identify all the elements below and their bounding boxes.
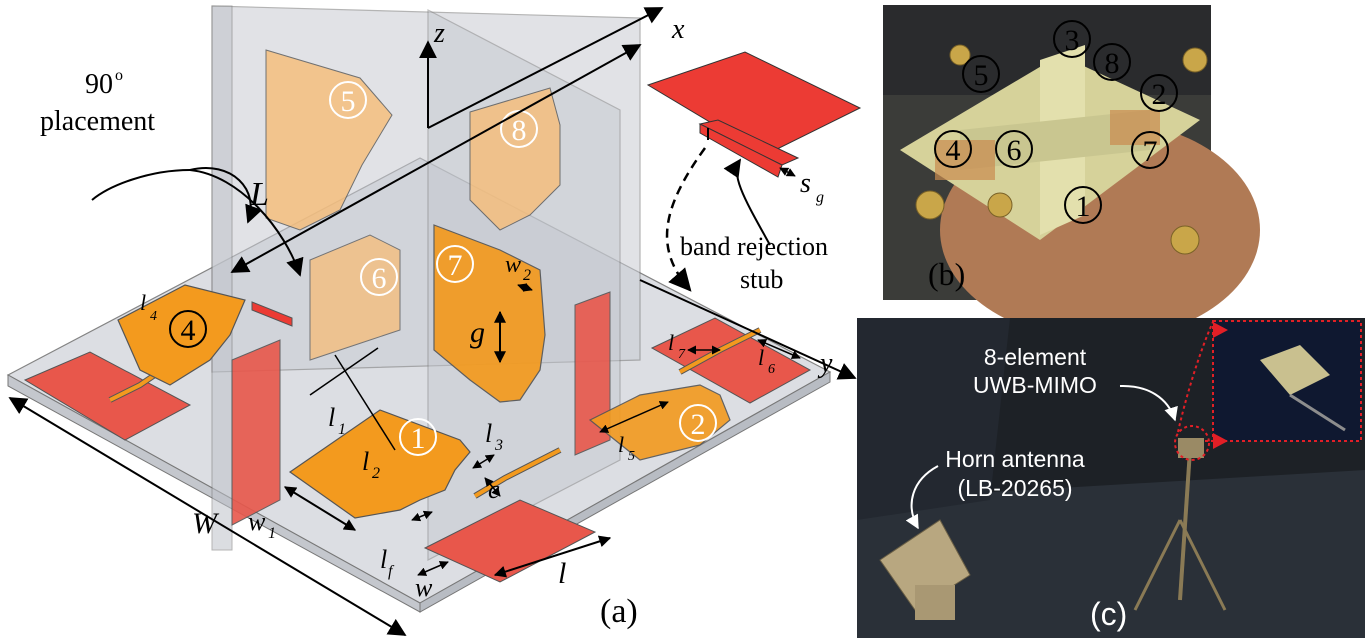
panel-label-a: (a) xyxy=(600,593,638,630)
svg-text:4: 4 xyxy=(946,134,961,167)
svg-text:l: l xyxy=(362,447,369,476)
svg-text:6: 6 xyxy=(1007,134,1022,167)
svg-text:o: o xyxy=(115,67,123,84)
svg-text:w: w xyxy=(248,507,266,536)
svg-text:placement: placement xyxy=(40,106,155,137)
prototype-photo: 3 8 5 2 4 6 7 1 (b) xyxy=(883,5,1260,340)
panel-label-b: (b) xyxy=(928,256,965,292)
svg-text:f: f xyxy=(388,563,395,580)
svg-text:l: l xyxy=(618,432,624,457)
stub-red xyxy=(251,301,293,327)
svg-text:1: 1 xyxy=(1076,190,1091,223)
svg-text:2: 2 xyxy=(691,408,706,441)
svg-text:4: 4 xyxy=(181,314,196,347)
mimo-label-1: 8-element xyxy=(984,344,1087,370)
svg-text:l: l xyxy=(758,345,764,370)
svg-text:l: l xyxy=(668,330,674,355)
svg-text:3: 3 xyxy=(494,437,503,454)
svg-text:90: 90 xyxy=(85,69,113,100)
svg-text:g: g xyxy=(470,316,485,349)
svg-text:l: l xyxy=(485,419,492,448)
photo-port-labels: 3 8 5 2 4 6 7 1 xyxy=(934,20,1178,224)
svg-text:x: x xyxy=(671,14,685,45)
svg-text:6: 6 xyxy=(768,362,775,377)
ground-plane-2a xyxy=(650,317,812,404)
stub-inset: s g band rejection stub xyxy=(646,51,862,294)
svg-text:1: 1 xyxy=(338,421,346,438)
svg-text:s: s xyxy=(800,168,811,199)
placement-label: 90 o placement xyxy=(40,67,155,137)
svg-text:y: y xyxy=(817,348,833,379)
svg-text:2: 2 xyxy=(1152,78,1167,111)
svg-text:2: 2 xyxy=(372,465,380,482)
svg-text:4: 4 xyxy=(150,309,157,324)
horn-label-2: (LB-20265) xyxy=(957,475,1072,501)
chamber-photo: 8-element UWB-MIMO Horn antenna (LB-2026… xyxy=(857,318,1365,638)
ground-plane-6 xyxy=(231,339,281,526)
svg-text:l: l xyxy=(558,557,566,590)
dimension-arrows xyxy=(8,44,801,636)
antenna-diagram: 5 8 6 7 4 1 2 z x y xyxy=(6,5,862,636)
svg-text:8: 8 xyxy=(512,114,527,147)
svg-text:5: 5 xyxy=(974,59,989,92)
svg-text:l: l xyxy=(140,290,146,315)
svg-text:w: w xyxy=(505,252,521,278)
svg-text:7: 7 xyxy=(448,249,463,282)
svg-text:l: l xyxy=(380,545,387,574)
svg-text:3: 3 xyxy=(1065,24,1080,57)
svg-text:w: w xyxy=(415,573,433,602)
svg-text:z: z xyxy=(433,18,445,49)
svg-text:band rejection: band rejection xyxy=(680,232,828,261)
svg-text:g: g xyxy=(816,189,824,206)
svg-text:7: 7 xyxy=(678,347,686,362)
panel-label-c: (c) xyxy=(1090,596,1127,632)
svg-text:7: 7 xyxy=(1143,135,1158,168)
svg-text:5: 5 xyxy=(341,85,356,118)
svg-text:1: 1 xyxy=(411,422,426,455)
mimo-label-2: UWB-MIMO xyxy=(973,372,1097,398)
svg-text:8: 8 xyxy=(1105,47,1120,80)
dimension-labels: L W g w 2 l 4 l 1 l 2 l 3 c w 1 l f w l … xyxy=(140,176,775,602)
svg-text:L: L xyxy=(249,176,269,213)
svg-text:W: W xyxy=(192,507,220,540)
horn-label-1: Horn antenna xyxy=(945,446,1085,472)
svg-text:2: 2 xyxy=(523,267,531,284)
svg-text:6: 6 xyxy=(372,262,387,295)
patch-4 xyxy=(117,284,246,386)
svg-text:1: 1 xyxy=(268,525,276,542)
svg-text:l: l xyxy=(328,403,335,432)
svg-text:stub: stub xyxy=(740,265,783,294)
svg-text:c: c xyxy=(488,475,500,504)
svg-text:5: 5 xyxy=(628,449,635,464)
